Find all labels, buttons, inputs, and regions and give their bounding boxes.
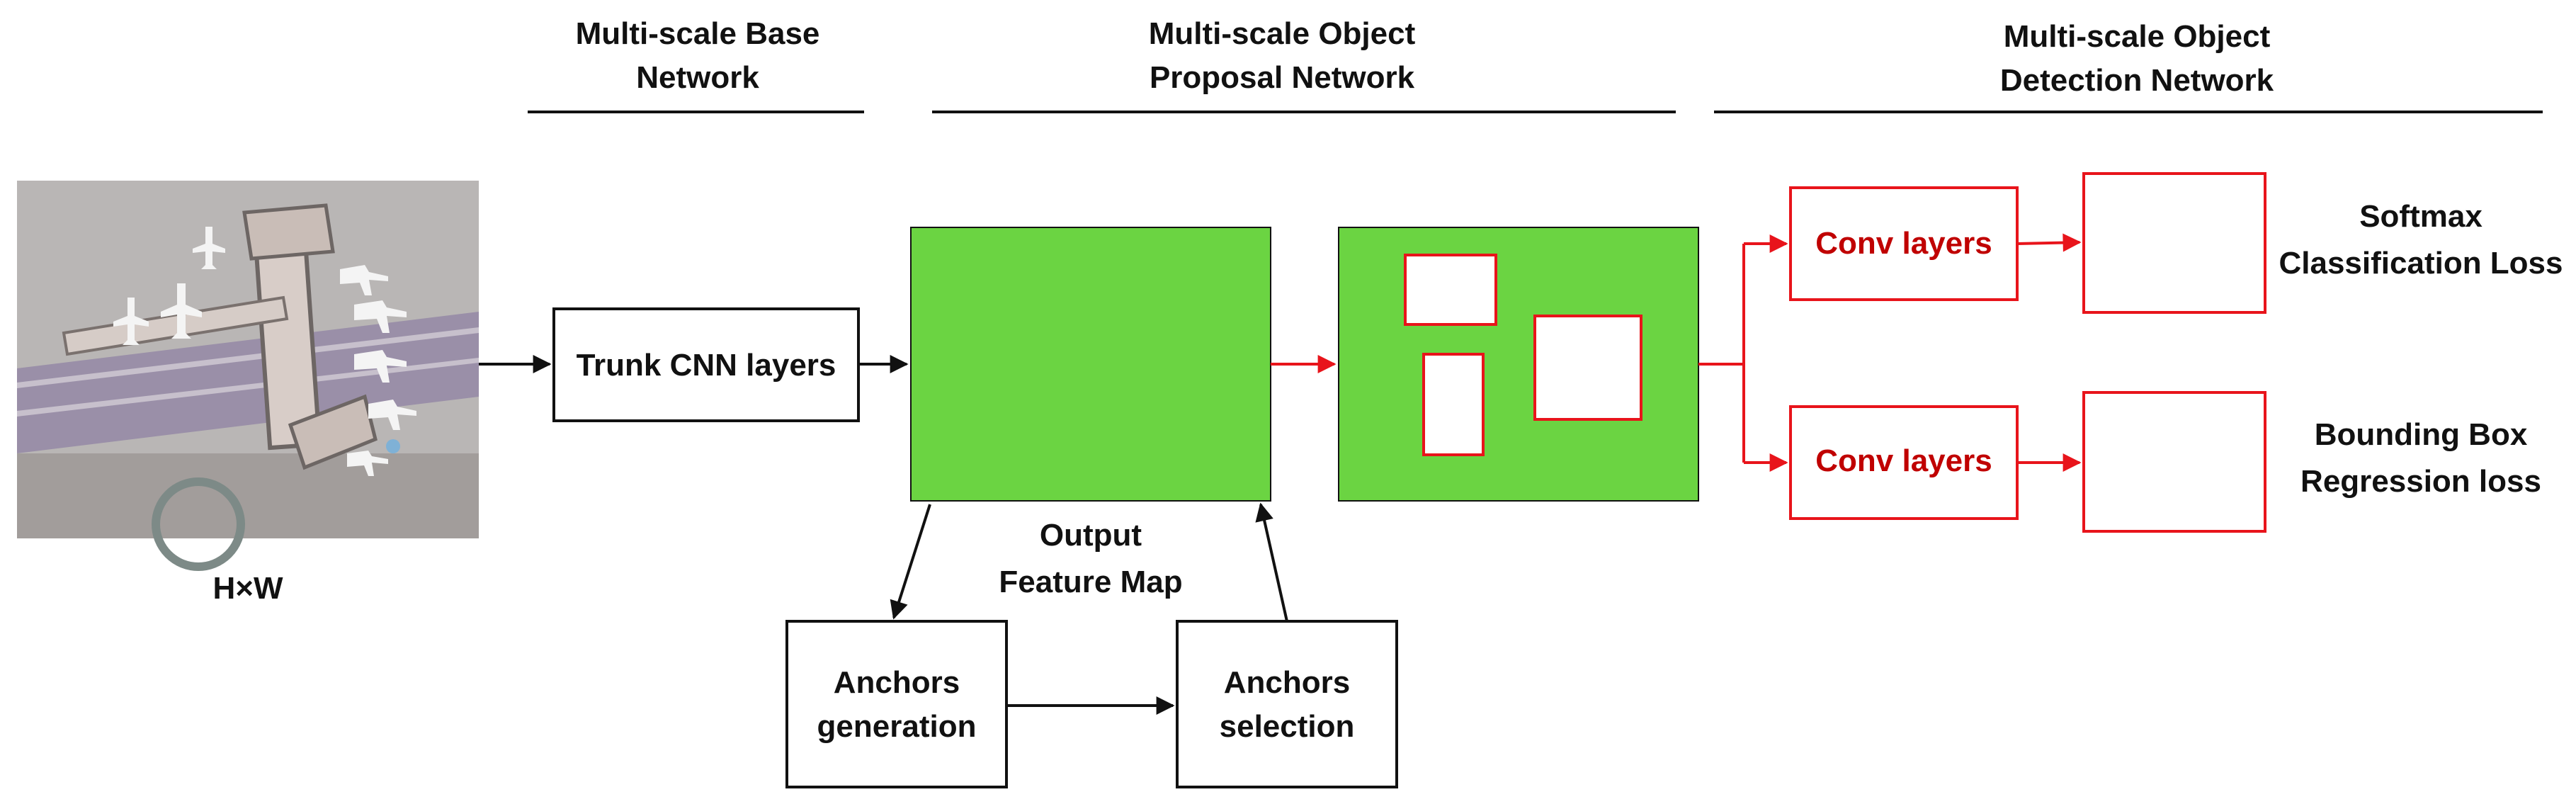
feature-map-label-line1: Output (1040, 518, 1142, 553)
input-aerial-image (17, 181, 479, 571)
header-proposal-network: Multi-scale Object Proposal Network (932, 16, 1676, 113)
anchors-generation-line1: Anchors (834, 665, 960, 700)
header-proposal-line2: Proposal Network (1150, 60, 1415, 95)
aerial-terminal-roof (17, 312, 479, 453)
aerial-pier-head (242, 203, 335, 261)
aircraft-icon (354, 350, 407, 383)
classification-output-box (2082, 172, 2266, 314)
classification-loss-line1: Softmax (2359, 199, 2483, 234)
conv-layers-bottom-label: Conv layers (1815, 443, 1992, 478)
aircraft-icon (368, 400, 416, 430)
anchors-selection-box (1176, 620, 1398, 788)
input-size-label: H×W (213, 571, 283, 606)
proposal-box (1533, 315, 1642, 421)
arrow-conv-top-to-output (2016, 233, 2082, 252)
aircraft-icon (354, 300, 407, 333)
conv-layers-top-label: Conv layers (1815, 226, 1992, 261)
aerial-parking (17, 453, 479, 538)
conv-layers-bottom-box (1789, 405, 2019, 520)
feature-map-label-line2: Feature Map (999, 565, 1182, 599)
conv-layers-top-box (1789, 186, 2019, 301)
aircraft-icon (113, 298, 149, 345)
trunk-cnn-label: Trunk CNN layers (577, 348, 836, 383)
aerial-roundabout (152, 477, 245, 571)
aircraft-icon (340, 265, 388, 295)
regression-loss-line2: Regression loss (2300, 464, 2541, 499)
anchors-selection-line1: Anchors (1224, 665, 1350, 700)
proposal-box (1422, 353, 1485, 456)
aerial-aircraft-group (113, 227, 416, 476)
arrow-selection-to-feature (1255, 502, 1288, 622)
classification-loss-line2: Classification Loss (2279, 246, 2563, 281)
header-base-line2: Network (636, 60, 759, 95)
header-base-line1: Multi-scale Base (576, 16, 820, 51)
aircraft-icon (347, 451, 388, 476)
header-detection-line1: Multi-scale Object (2004, 19, 2271, 54)
regression-loss-line1: Bounding Box (2315, 417, 2528, 452)
arrow-feature-to-anchors-gen (890, 504, 931, 620)
aircraft-icon (161, 283, 202, 339)
aerial-roof-stripe (17, 327, 479, 388)
proposal-box (1404, 254, 1497, 326)
aerial-concourse (62, 295, 289, 356)
aircraft-icon (193, 227, 225, 269)
proposal-map (1338, 227, 1699, 502)
header-base-network: Multi-scale Base Network (528, 16, 864, 113)
trunk-cnn-box (552, 307, 860, 422)
anchors-selection-line2: selection (1220, 709, 1355, 744)
regression-output-box (2082, 391, 2266, 533)
aerial-pier-foot (288, 394, 378, 470)
aerial-roof-stripe-2 (17, 358, 479, 417)
aerial-blue-aircraft (386, 439, 400, 453)
header-detection-network: Multi-scale Object Detection Network (1714, 19, 2543, 113)
output-feature-map (910, 227, 1271, 502)
header-proposal-line1: Multi-scale Object (1149, 16, 1416, 51)
anchors-generation-line2: generation (817, 709, 977, 744)
anchors-generation-box (785, 620, 1008, 788)
header-detection-line2: Detection Network (2000, 63, 2274, 98)
